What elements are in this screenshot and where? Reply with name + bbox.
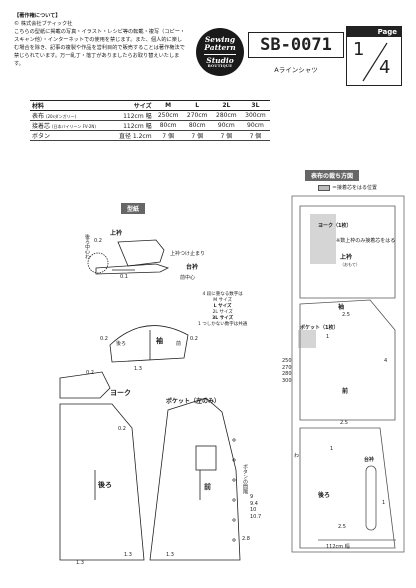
table-row: 表布 (20sダンガリー) 112cm 幅 250cm 270cm 280cm …: [30, 110, 270, 121]
page-total: 4: [379, 57, 391, 78]
label-button-spacing: ボタンの間隔: [242, 464, 248, 494]
label-front: 前: [204, 483, 211, 491]
collar-stand-piece: [95, 263, 170, 275]
pattern-code: SB-0071: [248, 32, 344, 58]
copyright-heading: 【著作権について】: [14, 13, 61, 19]
materials-table: 材料 サイズ M L 2L 3L 表布 (20sダンガリー) 112cm 幅 2…: [30, 100, 270, 141]
sleeve-piece: [109, 325, 189, 363]
layout-label-stand: 台衿: [364, 457, 375, 463]
layout-panel: [291, 195, 405, 553]
table-header-row: 材料 サイズ M L 2L 3L: [30, 100, 270, 111]
layout-width-label: 112cm 幅: [326, 544, 350, 550]
label-collar-top: 上衿: [110, 230, 123, 237]
layout-note: ※数上枠のみ接着芯をはる: [336, 238, 396, 244]
pattern-section-title: 型紙: [121, 203, 146, 214]
copyright-company: © 株式会社ブティック社: [14, 21, 73, 28]
label-front-center: 前中心: [180, 275, 196, 281]
back-piece: [59, 403, 145, 561]
interfacing-legend: ＝接着芯をはる位置: [318, 184, 377, 191]
legend-swatch: [318, 184, 330, 191]
label-sleeve: 袖: [156, 337, 163, 345]
page-slash: [362, 42, 388, 82]
layout-label-collar: 上衿: [340, 254, 353, 261]
collar-detail: [87, 252, 109, 274]
layout-label-pocket: ポケット（1枚）: [300, 325, 339, 331]
copyright-body: こちらの型紙に掲載の写真・イラスト・レシピ等の転載・複写（コピー・スキャン他）・…: [14, 29, 186, 68]
copyright-notice: 【著作権について】 © 株式会社ブティック社 こちらの型紙に掲載の写真・イラスト…: [14, 12, 186, 68]
yoke-piece: [59, 371, 111, 399]
brand-logo: Sewing Pattern Studio BOUTIQUE: [196, 28, 244, 76]
size-legend: 4 段に重なる数字は M サイズ L サイズ 2L サイズ 3L サイズ 1 つ…: [198, 292, 248, 328]
label-collar-stand: 台衿: [186, 264, 199, 271]
layout-section-title: 表布の裁ち方図: [305, 170, 360, 181]
pocket-outline: [195, 445, 217, 471]
label-sleeve-front: 前: [176, 341, 182, 347]
label-pocket: ポケット（左のみ）: [166, 398, 221, 405]
layout-label-back: 後ろ: [318, 492, 331, 499]
table-row: ボタン 直径 1.2cm 7 個 7 個 7 個 7 個: [30, 130, 270, 141]
button-spacing-values: 9 9.4 10 10.7: [250, 494, 262, 520]
page-current: 1: [353, 39, 365, 60]
page-label: Page: [347, 27, 401, 37]
label-yoke: ヨーク: [110, 389, 131, 397]
label-back-center: 後ろ中心わ: [84, 234, 90, 259]
layout-label-fold: わ: [294, 453, 300, 459]
table-row: 接着芯 (日本バイリーン FV-2N) 112cm 幅 80cm 80cm 90…: [30, 120, 270, 131]
layout-label-sleeve: 袖: [338, 304, 345, 311]
label-back: 後ろ: [98, 481, 112, 489]
label-collar-attach: 上衿つけ止まり: [170, 251, 206, 257]
layout-label-yoke: ヨーク（1枚）: [318, 223, 352, 229]
pattern-name: Aラインシャツ: [274, 66, 318, 74]
layout-length-values: 250 270 280 300: [282, 358, 292, 384]
collar-top-piece: [117, 239, 165, 267]
front-piece: [149, 397, 241, 561]
layout-label-front: 前: [342, 388, 349, 395]
label-sleeve-back: 後ろ: [116, 341, 127, 347]
layout-label-surface: （おもて）: [340, 262, 360, 267]
page-indicator: Page 1 4: [346, 26, 402, 86]
